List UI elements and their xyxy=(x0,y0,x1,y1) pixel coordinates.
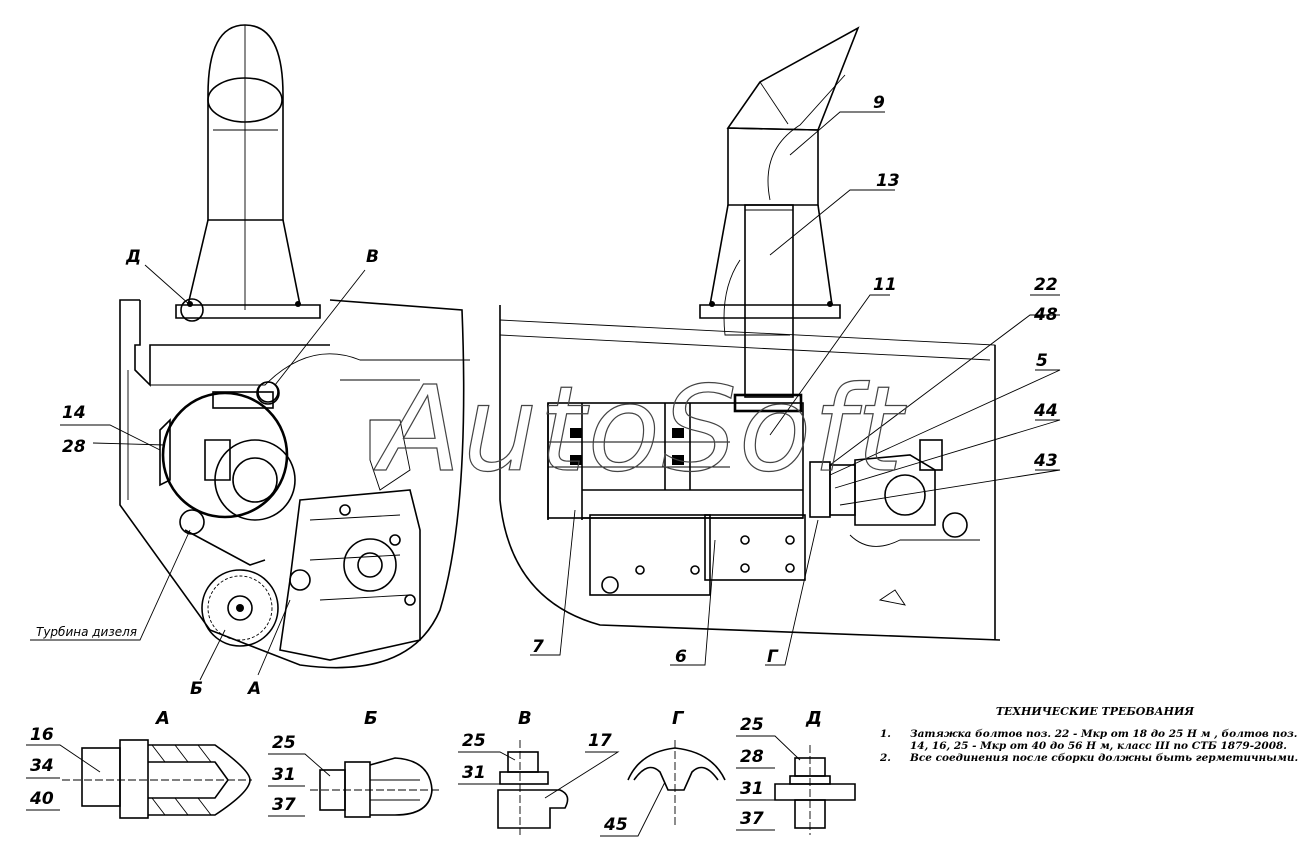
detail-A-label-2: 34 xyxy=(30,756,54,776)
detail-G-label-1: 45 xyxy=(603,815,628,835)
detail-V-label-1: 25 xyxy=(462,731,486,751)
detail-V: В 25 31 17 xyxy=(458,708,620,835)
detail-D-label-1: 25 xyxy=(740,715,764,735)
right-view xyxy=(499,26,1061,666)
detail-D-marker xyxy=(180,298,204,322)
left-cabin-outline xyxy=(119,299,470,669)
detail-B-label-2: 31 xyxy=(272,765,296,785)
right-muffler-body xyxy=(547,393,804,520)
callout-6: 6 xyxy=(675,647,687,667)
left-exhaust-pipe xyxy=(175,24,321,319)
left-view xyxy=(30,24,470,681)
detail-A-label-1: 16 xyxy=(30,725,54,745)
callout-A: А xyxy=(246,679,261,699)
detail-B-label-1: 25 xyxy=(272,733,296,753)
watermark-text: AutoSoft xyxy=(373,360,907,498)
callout-44: 44 xyxy=(1033,401,1058,421)
tech-requirement-1: 1. Затяжка болтов поз. 22 - Мкр от 18 до… xyxy=(880,728,1300,752)
detail-G: Г 45 xyxy=(600,708,726,837)
tech-requirement-2: 2. Все соединения после сборки должны бы… xyxy=(880,752,1300,764)
detail-A-title: А xyxy=(154,708,170,729)
detail-B-title: Б xyxy=(364,708,378,729)
detail-V-label-2: 31 xyxy=(462,763,486,783)
technical-requirements: ТЕХНИЧЕСКИЕ ТРЕБОВАНИЯ 1. Затяжка болтов… xyxy=(880,705,1300,765)
detail-B: Б 25 31 37 xyxy=(268,708,440,818)
left-muffler-assembly xyxy=(159,381,296,566)
detail-V-title: В xyxy=(518,708,532,729)
detail-A-label-3: 40 xyxy=(29,789,54,809)
tech-requirement-1-text: Затяжка болтов поз. 22 - Мкр от 18 до 25… xyxy=(910,728,1298,752)
callout-D: Д xyxy=(125,247,141,267)
callout-48: 48 xyxy=(1033,305,1058,325)
detail-D-title: Д xyxy=(805,708,822,729)
callout-G: Г xyxy=(767,647,779,667)
left-pulley xyxy=(201,538,397,647)
callout-9: 9 xyxy=(873,93,885,113)
tech-requirements-title: ТЕХНИЧЕСКИЕ ТРЕБОВАНИЯ xyxy=(995,705,1195,718)
callout-5: 5 xyxy=(1036,351,1048,371)
right-turbocharger xyxy=(809,439,980,606)
right-cabin-outline xyxy=(499,305,1001,641)
detail-V-label-3: 17 xyxy=(588,731,612,751)
callout-43: 43 xyxy=(1033,451,1058,471)
detail-V-marker xyxy=(256,381,280,405)
detail-D-label-4: 37 xyxy=(740,809,764,829)
detail-D: Д 25 28 31 37 xyxy=(736,708,856,835)
right-exhaust-outlet xyxy=(726,26,860,206)
callout-13: 13 xyxy=(876,171,900,191)
callout-B: Б xyxy=(190,679,203,699)
left-engine-block xyxy=(279,419,421,661)
callout-28: 28 xyxy=(62,437,86,457)
tech-requirement-1-num: 1. xyxy=(880,728,891,740)
callout-14: 14 xyxy=(62,403,86,423)
right-exhaust-pipe xyxy=(699,204,841,398)
callout-V: В xyxy=(366,247,379,267)
tech-requirement-2-text: Все соединения после сборки должны быть … xyxy=(910,752,1299,764)
detail-B-label-3: 37 xyxy=(272,795,296,815)
detail-D-label-2: 28 xyxy=(740,747,764,767)
detail-A: А 16 34 40 xyxy=(26,708,252,819)
callout-7: 7 xyxy=(532,637,544,657)
turbine-label: Турбина дизеля xyxy=(36,625,137,639)
detail-D-label-3: 31 xyxy=(740,779,764,799)
callout-11: 11 xyxy=(873,275,897,295)
callout-22: 22 xyxy=(1034,275,1058,295)
detail-G-title: Г xyxy=(672,708,685,729)
tech-requirement-2-num: 2. xyxy=(880,752,891,764)
right-mounting-bracket xyxy=(589,514,806,596)
